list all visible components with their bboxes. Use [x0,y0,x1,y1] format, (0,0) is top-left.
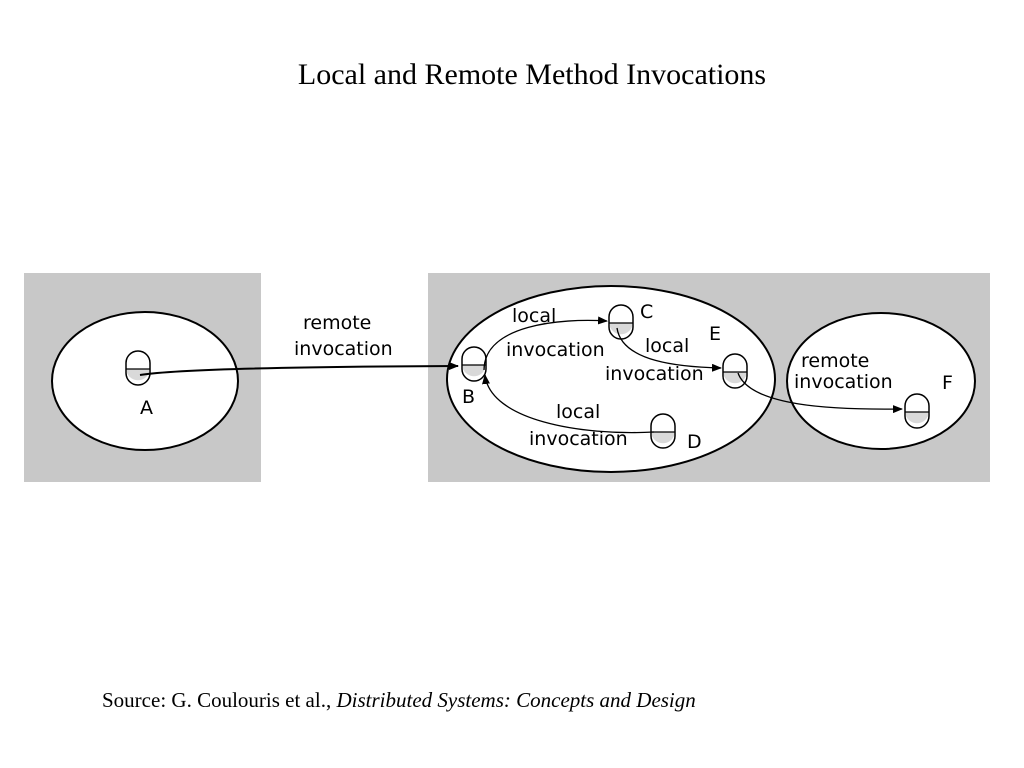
object-label-f: F [942,372,953,394]
label-local-db-line1: local [556,401,600,423]
page-title: Local and Remote Method Invocations [297,58,767,91]
arrow-local-b-to-c [483,316,608,371]
object-label-d: D [687,431,702,453]
arrow-local-c-to-e [616,327,722,372]
label-local-db-line2: invocation [529,428,628,450]
arrow-remote-a-to-b [139,362,459,376]
object-b [461,346,487,382]
object-label-c: C [640,301,653,323]
object-label-a: A [140,397,153,419]
object-a [125,350,151,386]
object-label-e: E [709,323,721,345]
source-work-title: Distributed Systems: Concepts and Design [336,688,696,712]
object-c [608,304,634,340]
source-prefix: Source: G. Coulouris et al., [102,688,337,712]
object-label-b: B [462,386,475,408]
label-local-ce-line1: local [645,335,689,357]
object-f [904,393,930,429]
label-local-bc-line1: local [512,305,556,327]
object-e [722,353,748,389]
label-remote-ab-line2: invocation [294,338,393,360]
arrow-local-d-to-b [482,374,655,434]
source-citation: Source: G. Coulouris et al., Distributed… [102,688,696,713]
label-remote-ef-line1: remote [801,350,869,372]
object-d [650,413,676,449]
label-remote-ef-line2: invocation [794,371,893,393]
label-local-bc-line2: invocation [506,339,605,361]
arrow-remote-e-to-f [737,372,903,414]
process-bcde [446,285,776,473]
label-remote-ab-line1: remote [303,312,371,334]
label-local-ce-line2: invocation [605,363,704,385]
